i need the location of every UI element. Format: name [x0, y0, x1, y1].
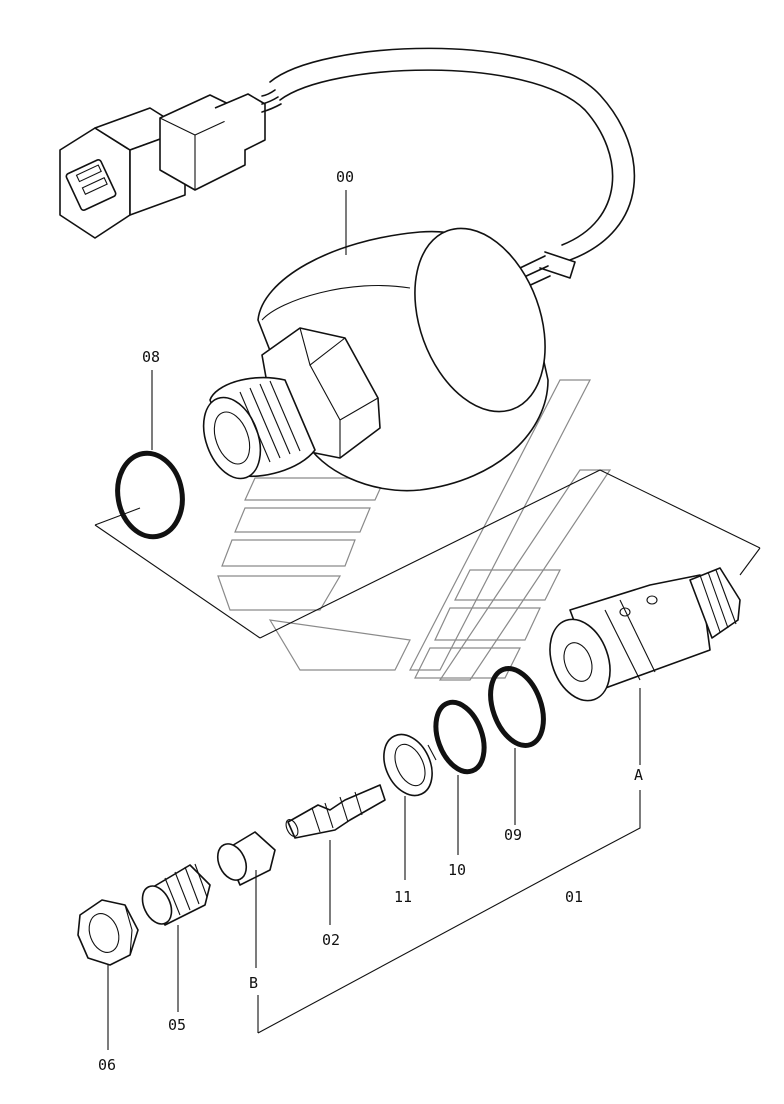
leader-lines [107, 190, 641, 1050]
o-ring-10 [433, 699, 487, 775]
o-ring-09 [488, 666, 546, 748]
callout-01: 01 [565, 888, 583, 906]
assembly-guide-lines [94, 469, 761, 639]
pressure-switch-body [202, 227, 549, 492]
callout-ref-b: B [249, 974, 258, 992]
callout-06: 06 [98, 1056, 116, 1074]
valve-cartridge [549, 567, 741, 702]
poppet-02 [285, 784, 386, 839]
callout-02: 02 [322, 931, 340, 949]
o-ring-08 [115, 450, 185, 540]
lock-nut-06 [77, 899, 139, 966]
callout-ref-a: A [634, 766, 643, 784]
sleeve-plug [216, 831, 276, 886]
callout-labels: 00 08 A 09 10 11 01 02 B 05 06 [98, 168, 643, 1074]
callout-08: 08 [142, 348, 160, 366]
callout-00: 00 [336, 168, 354, 186]
adjusting-screw-05 [141, 863, 211, 926]
sensor-cable [269, 47, 636, 289]
electrical-connector [59, 89, 282, 239]
backup-ring-11 [383, 733, 437, 797]
callout-05: 05 [168, 1016, 186, 1034]
callout-09: 09 [504, 826, 522, 844]
callout-10: 10 [448, 861, 466, 879]
callout-11: 11 [394, 888, 412, 906]
